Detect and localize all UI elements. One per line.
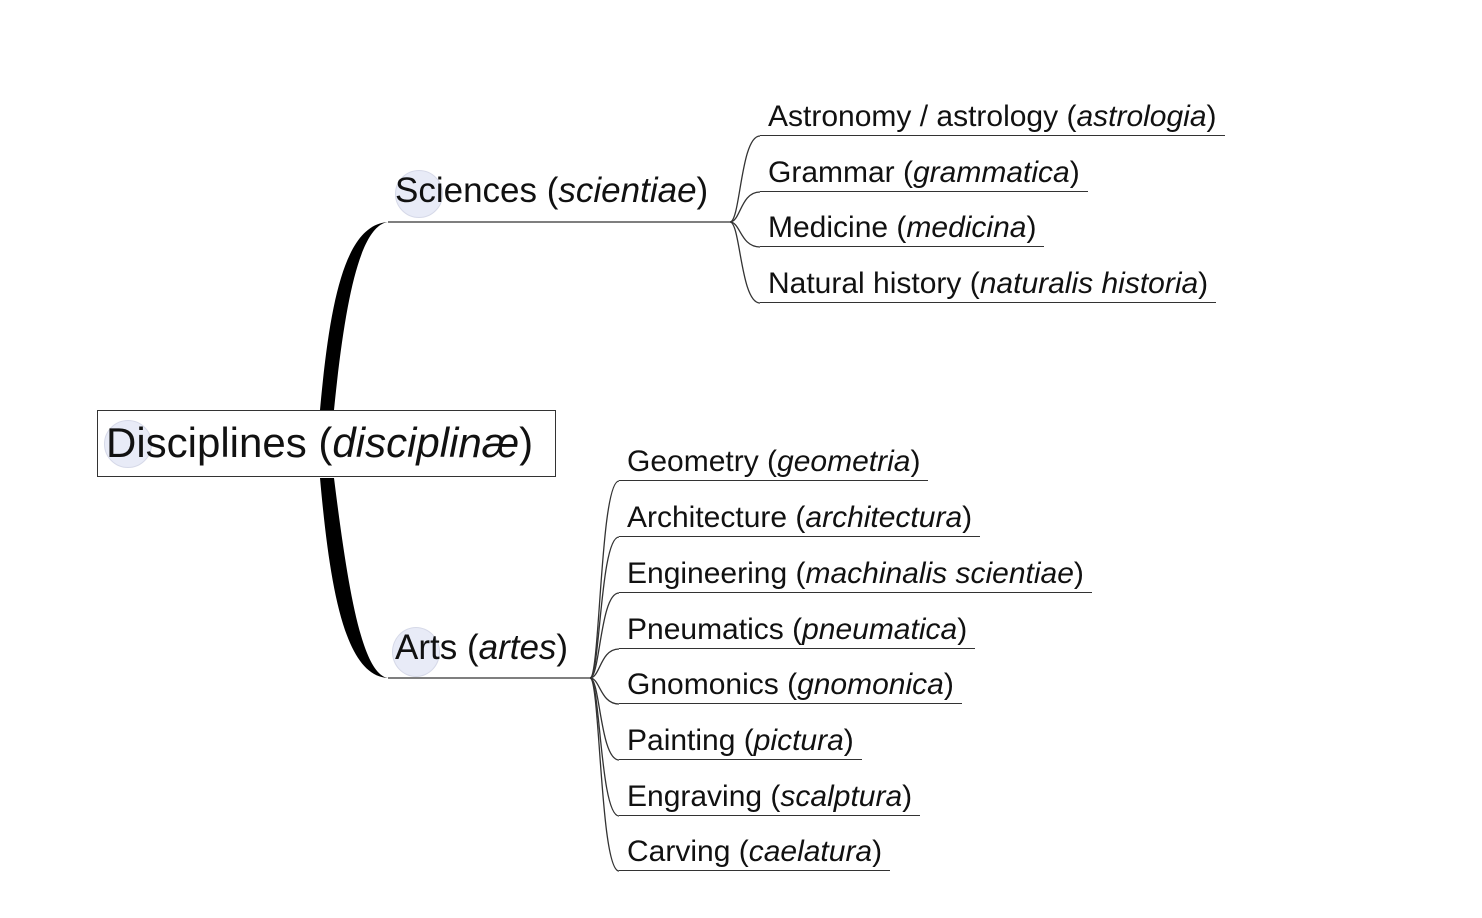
root-marker bbox=[104, 420, 152, 468]
leaf-label: Engineering ( bbox=[627, 557, 806, 590]
leaf-close: ) bbox=[1069, 156, 1080, 189]
branch-close: ) bbox=[556, 628, 569, 667]
leaf-label: Gnomonics ( bbox=[627, 668, 798, 701]
leaf-node[interactable]: Geometry (geometria) bbox=[619, 443, 929, 481]
leaf-label: Astronomy / astrology ( bbox=[768, 100, 1077, 133]
leaf-latin: geometria bbox=[777, 445, 911, 478]
sciences-marker bbox=[395, 170, 443, 218]
leaf-close: ) bbox=[1198, 267, 1209, 300]
branch-label: Sciences ( bbox=[395, 171, 559, 210]
leaf-label: Natural history ( bbox=[768, 267, 980, 300]
leaf-node[interactable]: Engraving (scalptura) bbox=[619, 778, 921, 816]
leaf-node[interactable]: Grammar (grammatica) bbox=[760, 154, 1088, 192]
leaf-node[interactable]: Natural history (naturalis historia) bbox=[760, 265, 1217, 303]
leaf-link bbox=[729, 135, 761, 223]
branch-sciences[interactable]: Sciences (scientiae) bbox=[389, 168, 714, 214]
leaf-latin: naturalis historia bbox=[979, 267, 1199, 300]
leaf-close: ) bbox=[957, 613, 968, 646]
leaf-label: Engraving ( bbox=[627, 780, 781, 813]
leaf-link bbox=[589, 592, 620, 679]
branch-close: ) bbox=[696, 171, 709, 210]
leaf-node[interactable]: Architecture (architectura) bbox=[619, 499, 981, 537]
arts-marker bbox=[392, 627, 440, 677]
leaf-node[interactable]: Painting (pictura) bbox=[619, 722, 862, 760]
leaf-label: Architecture ( bbox=[627, 501, 806, 534]
leaf-link bbox=[729, 191, 761, 223]
leaf-label: Geometry ( bbox=[627, 445, 778, 478]
leaf-close: ) bbox=[962, 501, 973, 534]
leaf-link bbox=[729, 221, 761, 248]
branch-latin: artes bbox=[478, 628, 557, 667]
leaf-latin: pneumatica bbox=[802, 613, 958, 646]
leaf-latin: medicina bbox=[906, 211, 1027, 244]
leaf-close: ) bbox=[843, 724, 854, 757]
leaf-latin: astrologia bbox=[1076, 100, 1207, 133]
leaf-latin: gnomonica bbox=[797, 668, 944, 701]
leaf-latin: machinalis scientiae bbox=[805, 557, 1074, 590]
leaf-latin: pictura bbox=[753, 724, 844, 757]
leaf-label: Pneumatics ( bbox=[627, 613, 803, 646]
leaf-close: ) bbox=[1026, 211, 1037, 244]
root-close: ) bbox=[519, 419, 534, 466]
root-to-sciences-link bbox=[320, 222, 388, 410]
leaf-node[interactable]: Astronomy / astrology (astrologia) bbox=[760, 98, 1225, 136]
leaf-node[interactable]: Engineering (machinalis scientiae) bbox=[619, 555, 1092, 593]
branch-label: Arts ( bbox=[395, 628, 479, 667]
leaf-latin: grammatica bbox=[913, 156, 1070, 189]
leaf-close: ) bbox=[1206, 100, 1217, 133]
leaf-node[interactable]: Carving (caelatura) bbox=[619, 833, 891, 871]
leaf-latin: caelatura bbox=[748, 835, 873, 868]
leaf-node[interactable]: Pneumatics (pneumatica) bbox=[619, 611, 976, 649]
root-label: Disciplines ( bbox=[106, 419, 333, 466]
leaf-close: ) bbox=[872, 835, 883, 868]
leaf-link bbox=[589, 677, 620, 817]
leaf-label: Medicine ( bbox=[768, 211, 907, 244]
root-node-disciplines[interactable]: Disciplines (disciplinæ) bbox=[97, 410, 556, 477]
leaf-close: ) bbox=[943, 668, 954, 701]
leaf-link bbox=[729, 221, 761, 304]
leaf-link bbox=[589, 648, 620, 679]
leaf-latin: scalptura bbox=[780, 780, 903, 813]
leaf-label: Grammar ( bbox=[768, 156, 913, 189]
root-latin: disciplinæ bbox=[332, 419, 520, 466]
leaf-close: ) bbox=[1073, 557, 1084, 590]
branch-latin: scientiae bbox=[558, 171, 697, 210]
branch-arts[interactable]: Arts (artes) bbox=[389, 625, 574, 671]
leaf-link bbox=[589, 677, 620, 872]
leaf-close: ) bbox=[902, 780, 913, 813]
leaf-latin: architectura bbox=[805, 501, 963, 534]
leaf-node[interactable]: Gnomonics (gnomonica) bbox=[619, 666, 962, 704]
leaf-label: Painting ( bbox=[627, 724, 754, 757]
leaf-close: ) bbox=[910, 445, 921, 478]
leaf-link bbox=[589, 536, 620, 679]
leaf-label: Carving ( bbox=[627, 835, 749, 868]
root-to-arts-link bbox=[320, 478, 388, 678]
leaf-node[interactable]: Medicine (medicina) bbox=[760, 209, 1045, 247]
